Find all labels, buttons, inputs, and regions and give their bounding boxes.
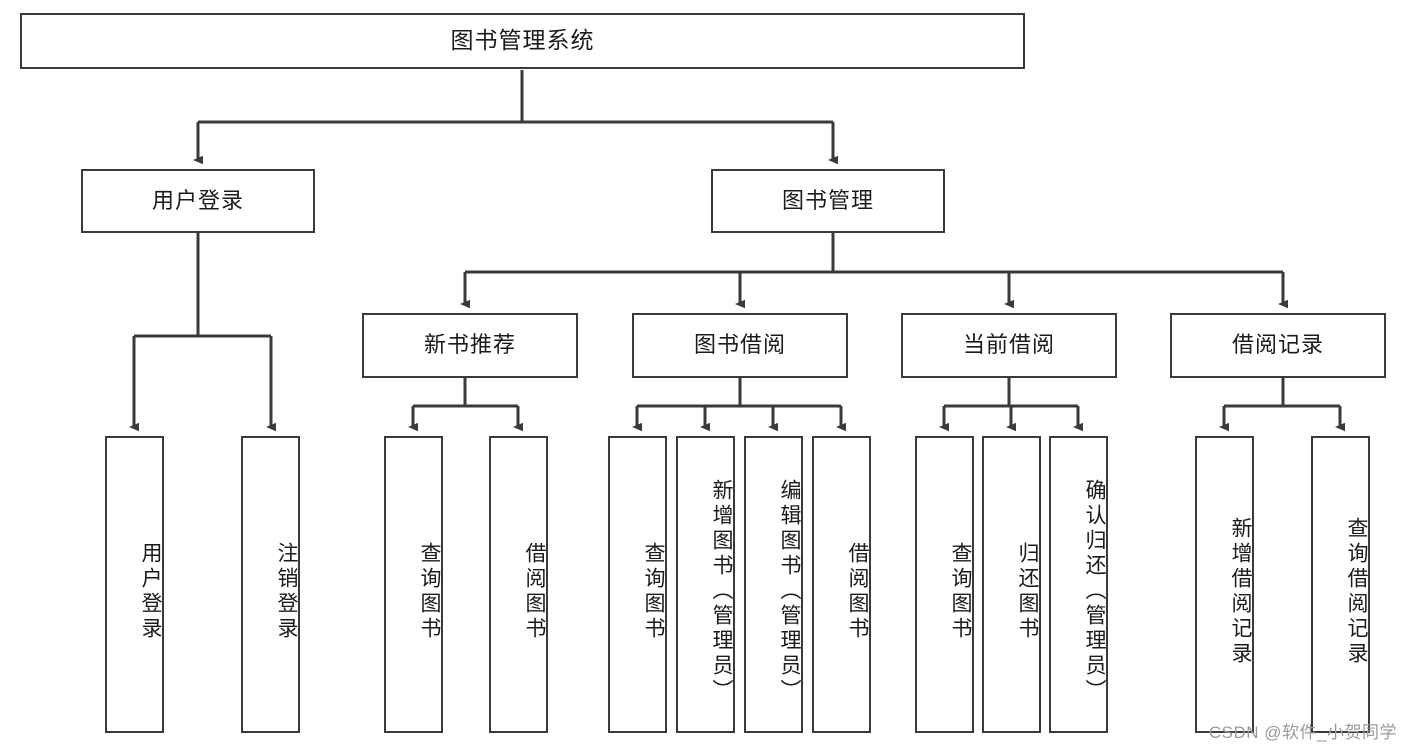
node-root-book-management-system[interactable]: 图书管理系统 <box>20 13 1025 69</box>
node-label: 图书管理系统 <box>450 27 595 54</box>
node-label: 当前借阅 <box>962 332 1055 358</box>
node-book-management[interactable]: 图书管理 <box>711 169 945 233</box>
leaf-borrow-record-query-record[interactable]: 查询借阅记录 <box>1311 436 1370 733</box>
leaf-user-login-login[interactable]: 用户登录 <box>105 436 164 733</box>
node-label: 图书借阅 <box>693 332 786 358</box>
node-label: 用户登录 <box>139 541 162 642</box>
node-label: 查询借阅记录 <box>1345 516 1368 667</box>
node-label: 确认归还（管理员） <box>1083 479 1106 704</box>
leaf-current-borrow-return-book[interactable]: 归还图书 <box>982 436 1041 733</box>
leaf-new-book-borrow-book[interactable]: 借阅图书 <box>489 436 548 733</box>
leaf-current-borrow-confirm-return-admin[interactable]: 确认归还（管理员） <box>1049 436 1108 733</box>
leaf-new-book-query-book[interactable]: 查询图书 <box>384 436 443 733</box>
node-label: 注销登录 <box>275 541 298 642</box>
leaf-book-borrow-add-book-admin[interactable]: 新增图书（管理员） <box>676 436 735 733</box>
node-label: 编辑图书（管理员） <box>778 479 801 704</box>
leaf-borrow-record-add-record[interactable]: 新增借阅记录 <box>1195 436 1254 733</box>
node-user-login[interactable]: 用户登录 <box>81 169 315 233</box>
watermark-text: CSDN @软件_小贺同学 <box>1208 723 1397 742</box>
node-label: 新增借阅记录 <box>1229 516 1252 667</box>
leaf-user-login-logout[interactable]: 注销登录 <box>241 436 300 733</box>
node-label: 归还图书 <box>1016 541 1039 642</box>
node-label: 查询图书 <box>418 541 441 642</box>
node-label: 借阅图书 <box>846 541 869 642</box>
node-label: 图书管理 <box>781 187 874 213</box>
leaf-book-borrow-query-book[interactable]: 查询图书 <box>608 436 667 733</box>
node-label: 借阅记录 <box>1231 332 1324 358</box>
node-label: 查询图书 <box>949 541 972 642</box>
node-borrow-record[interactable]: 借阅记录 <box>1170 313 1386 378</box>
leaf-book-borrow-edit-book-admin[interactable]: 编辑图书（管理员） <box>744 436 803 733</box>
node-label: 借阅图书 <box>523 541 546 642</box>
leaf-current-borrow-query-book[interactable]: 查询图书 <box>915 436 974 733</box>
node-new-book-recommend[interactable]: 新书推荐 <box>362 313 578 378</box>
node-label: 新增图书（管理员） <box>710 479 733 704</box>
leaf-book-borrow-borrow-book[interactable]: 借阅图书 <box>812 436 871 733</box>
node-label: 用户登录 <box>151 187 244 213</box>
node-book-borrow[interactable]: 图书借阅 <box>632 313 848 378</box>
node-label: 新书推荐 <box>423 332 516 358</box>
node-label: 查询图书 <box>642 541 665 642</box>
node-current-borrow[interactable]: 当前借阅 <box>901 313 1117 378</box>
